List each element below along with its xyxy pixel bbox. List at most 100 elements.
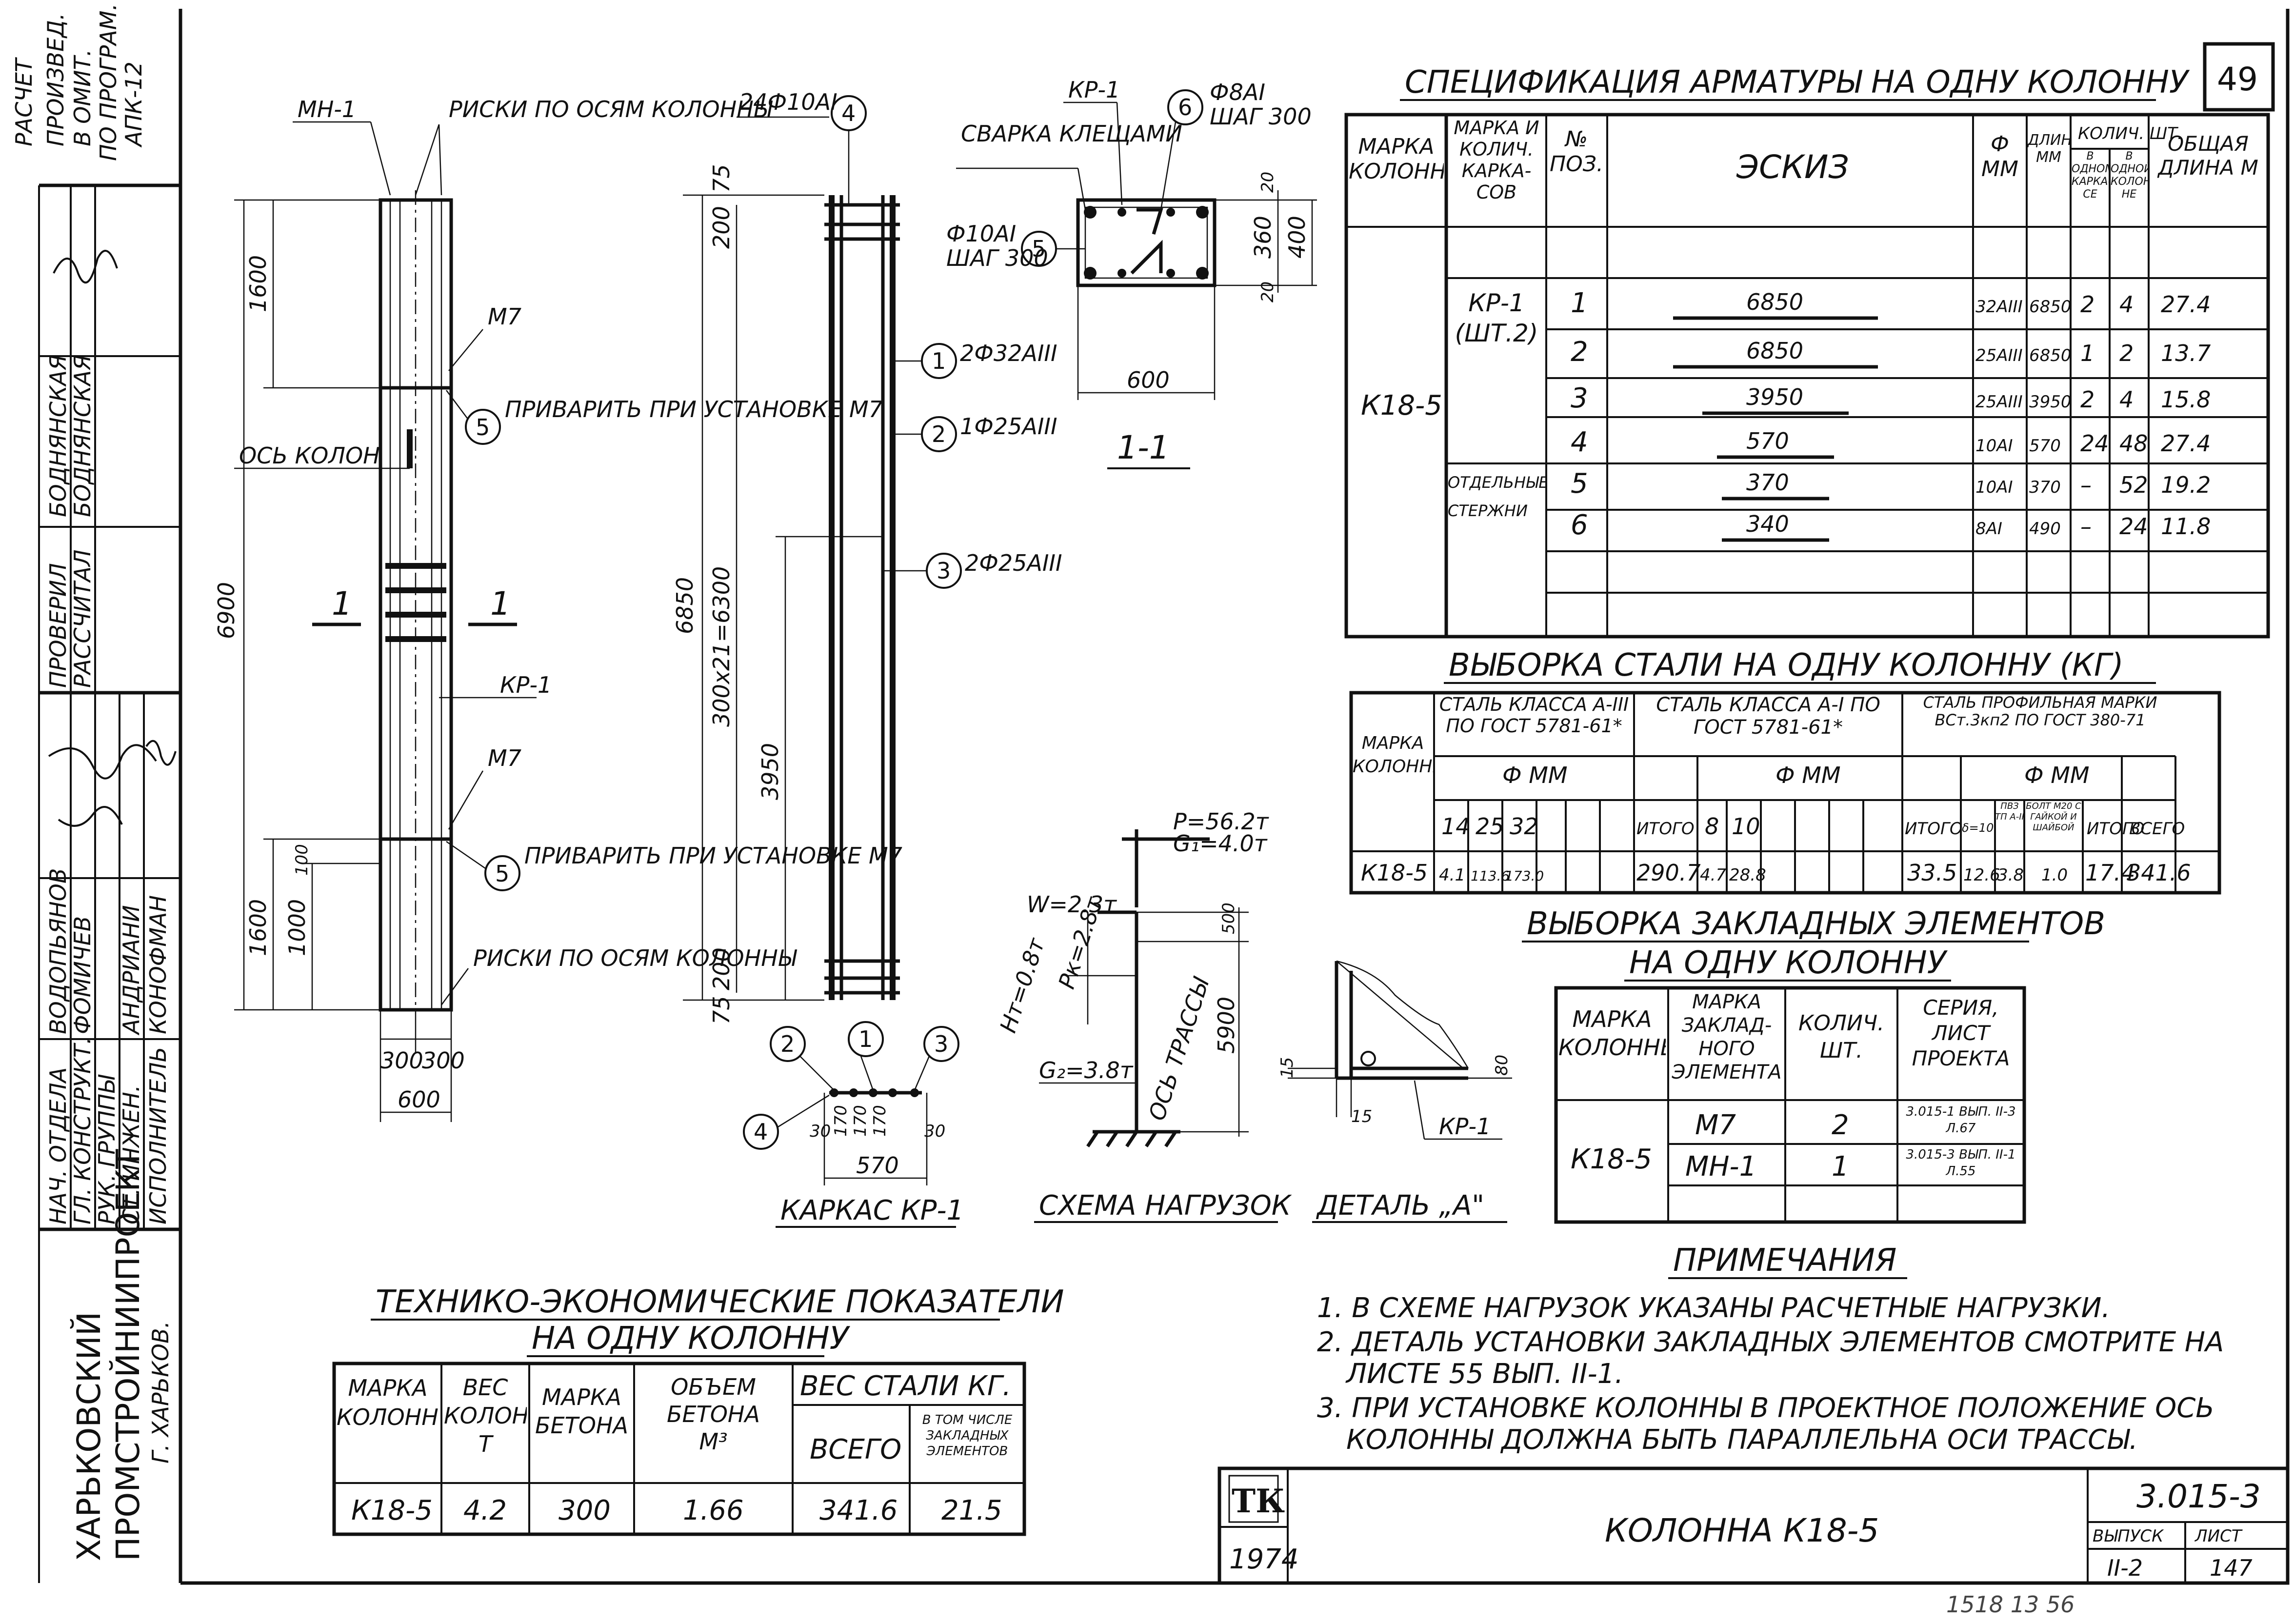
sec-dim-170a: 170 xyxy=(831,1105,851,1137)
signature-4 xyxy=(145,740,177,766)
sec-dim-30b: 30 xyxy=(924,1122,945,1141)
note-1: 1. В СХЕМЕ НАГРУЗОК УКАЗАНЫ РАСЧЕТНЫЕ НА… xyxy=(1317,1292,2110,1324)
spec-row-len: 6850 xyxy=(2029,346,2072,365)
steel-h-a1: СТАЛЬ КЛАССА А-I ПО ГОСТ 5781-61* xyxy=(1656,694,1880,739)
label-m7-bot: М7 xyxy=(488,745,521,771)
label-weld-top: ПРИВАРИТЬ ПРИ УСТАНОВКЕ М7 xyxy=(505,396,883,422)
spec-h-dia: Ф ММ xyxy=(1981,132,2018,181)
spec-h-col-mark: МАРКА КОЛОННЫ xyxy=(1349,134,1444,184)
steel-h-phi-prof: Ф ММ xyxy=(2024,762,2090,788)
steel-row-p3: 1.0 xyxy=(2041,865,2068,885)
spec-loose-group: ОТДЕЛЬНЫЕ СТЕРЖНИ xyxy=(1448,473,1545,520)
spec-row-pos: 4 xyxy=(1571,426,1588,458)
tech-h-concrete: МАРКА БЕТОНА xyxy=(535,1384,628,1439)
spec-row-dia: 10АI xyxy=(1975,436,2013,456)
note-2b: ЛИСТЕ 55 ВЫП. II-1. xyxy=(1345,1358,1623,1390)
label-kr1-col: КР-1 xyxy=(500,672,552,698)
dim-300-b: 300 xyxy=(422,1047,465,1074)
dim-200-bot: 200 xyxy=(708,947,735,990)
spec-row-total: 27.4 xyxy=(2161,430,2211,457)
embed-column-mark: К18-5 xyxy=(1571,1143,1652,1175)
s11-label-kr1: КР-1 xyxy=(1068,77,1120,103)
s11-callout-6: 6 xyxy=(1178,94,1192,120)
steel-h-d32: 32 xyxy=(1510,813,1538,840)
steel-h-p3: БОЛТ М20 С ГАЙКОЙ И ШАЙБОЙ xyxy=(2026,801,2081,833)
steel-h-col-mark: МАРКА КОЛОННЫ xyxy=(1353,733,1433,777)
spec-row-qty-cage: 1 xyxy=(2080,340,2095,366)
issue-label: ВЫПУСК xyxy=(2093,1526,2164,1546)
steel-h-d8: 8 xyxy=(1705,813,1719,840)
spec-row-sketch-dim: 6850 xyxy=(1746,338,1803,364)
load-label-p: P=56.2т xyxy=(1173,808,1269,835)
callout-4-top: 4 xyxy=(841,100,856,126)
name-4: КОНОФМАН xyxy=(145,895,171,1034)
tech-row-embed: 21.5 xyxy=(941,1495,1002,1526)
spec-h-qty: КОЛИЧ. ШТ. xyxy=(2078,124,2183,143)
detail-dim-15a: 15 xyxy=(1277,1057,1297,1078)
s11-dim-20b: 20 xyxy=(1258,281,1277,302)
steel-h-p2: ПВЗ ТП А-II xyxy=(1995,801,2024,822)
dim-100: 100 xyxy=(292,844,312,876)
load-label-axis: ОСЬ ТРАССЫ xyxy=(1143,974,1215,1124)
steel-row-10: 28.8 xyxy=(1729,865,1766,885)
check-label-1: ПРОВЕРИЛ xyxy=(45,563,71,688)
dim-1600-bot: 1600 xyxy=(245,899,271,956)
spec-row-len: 570 xyxy=(2029,436,2061,456)
sec-dim-30a: 30 xyxy=(810,1122,831,1141)
notes-title: ПРИМЕЧАНИЯ xyxy=(1673,1243,1896,1279)
role-2: ГЛ. КОНСТРУКТ. xyxy=(69,1037,96,1224)
org-line-3: Г. ХАРЬКОВ. xyxy=(147,1321,174,1464)
steel-row-32: 173.0 xyxy=(1505,868,1544,884)
load-label-g1: G₁=4.0т xyxy=(1173,830,1268,857)
spec-row-qty-col: 52 xyxy=(2119,472,2148,498)
check-name-1: БОДНЯНСКАЯ xyxy=(45,355,71,517)
calc-note-5: АПК-12 xyxy=(120,61,147,148)
spec-row-total: 15.8 xyxy=(2161,386,2211,413)
steel-h-p1: δ=10 xyxy=(1962,821,1994,835)
embed-h-col: МАРКА КОЛОННЫ xyxy=(1558,1006,1666,1061)
tech-h-steel: ВЕС СТАЛИ КГ. xyxy=(800,1370,1011,1402)
label-mn1: МН-1 xyxy=(298,96,356,122)
spec-row-pos: 2 xyxy=(1571,336,1588,368)
steel-title: ВЫБОРКА СТАЛИ НА ОДНУ КОЛОННУ (КГ) xyxy=(1449,647,2124,683)
sheet-number: 49 xyxy=(2217,60,2258,98)
s11-dim-600: 600 xyxy=(1127,367,1170,393)
callout-5-top: 5 xyxy=(476,414,490,441)
spec-row-qty-col: 24 xyxy=(2119,513,2148,540)
drawing-title: КОЛОННА К18-5 xyxy=(1605,1512,1879,1549)
label-2phi32: 2Ф32АIII xyxy=(960,340,1057,366)
detail-label-kr1: КР-1 xyxy=(1439,1113,1491,1140)
sec-callout-3: 3 xyxy=(934,1031,948,1057)
load-dim-500: 500 xyxy=(1219,902,1238,934)
s11-dim-20a: 20 xyxy=(1258,172,1277,193)
check-label-2: РАССЧИТАЛ xyxy=(69,549,96,688)
section-mark-right: 1 xyxy=(490,585,511,622)
steel-row-t3: 290.7 xyxy=(1636,860,1701,886)
spec-row-pos: 1 xyxy=(1571,287,1588,319)
title-block: ТК 1974 КОЛОННА К18-5 3.015-3 ВЫПУСК II-… xyxy=(1217,1466,2290,1618)
spec-row-qty-cage: 24 xyxy=(2080,430,2109,457)
spec-title: СПЕЦИФИКАЦИЯ АРМАТУРЫ НА ОДНУ КОЛОННУ xyxy=(1405,64,2190,100)
stamp-tk: ТК xyxy=(1232,1482,1285,1520)
dim-300x21: 300х21=6300 xyxy=(708,566,735,727)
label-1phi25: 1Ф25АIII xyxy=(960,413,1057,440)
load-label-h: Hт=0.8т xyxy=(995,934,1050,1036)
detail-a: 15 15 80 КР-1 ДЕТАЛЬ „А" xyxy=(1277,960,1512,1223)
tech-title-2: НА ОДНУ КОЛОННУ xyxy=(532,1321,851,1357)
caption-section-1-1: 1-1 xyxy=(1117,429,1170,466)
label-24phi10: 24Ф10АI xyxy=(739,89,838,115)
steel-row-25: 113.6 xyxy=(1471,868,1510,884)
spec-row-sketch-dim: 3950 xyxy=(1746,384,1803,410)
dim-75-top: 75 xyxy=(708,164,735,193)
check-name-2: БОДНЯНСКАЯ xyxy=(69,355,96,517)
s11-callout-5: 5 xyxy=(1032,236,1046,262)
tech-row-total: 341.6 xyxy=(819,1495,898,1526)
s11-label-step6: ШАГ 300 xyxy=(1210,103,1312,130)
dim-600: 600 xyxy=(398,1086,440,1113)
spec-h-total: ОБЩАЯ ДЛИНА М xyxy=(2158,132,2258,180)
callout-3: 3 xyxy=(937,558,951,584)
role-3: РУК. ГРУППЫ xyxy=(94,1074,120,1224)
spec-row-total: 19.2 xyxy=(2161,472,2211,498)
